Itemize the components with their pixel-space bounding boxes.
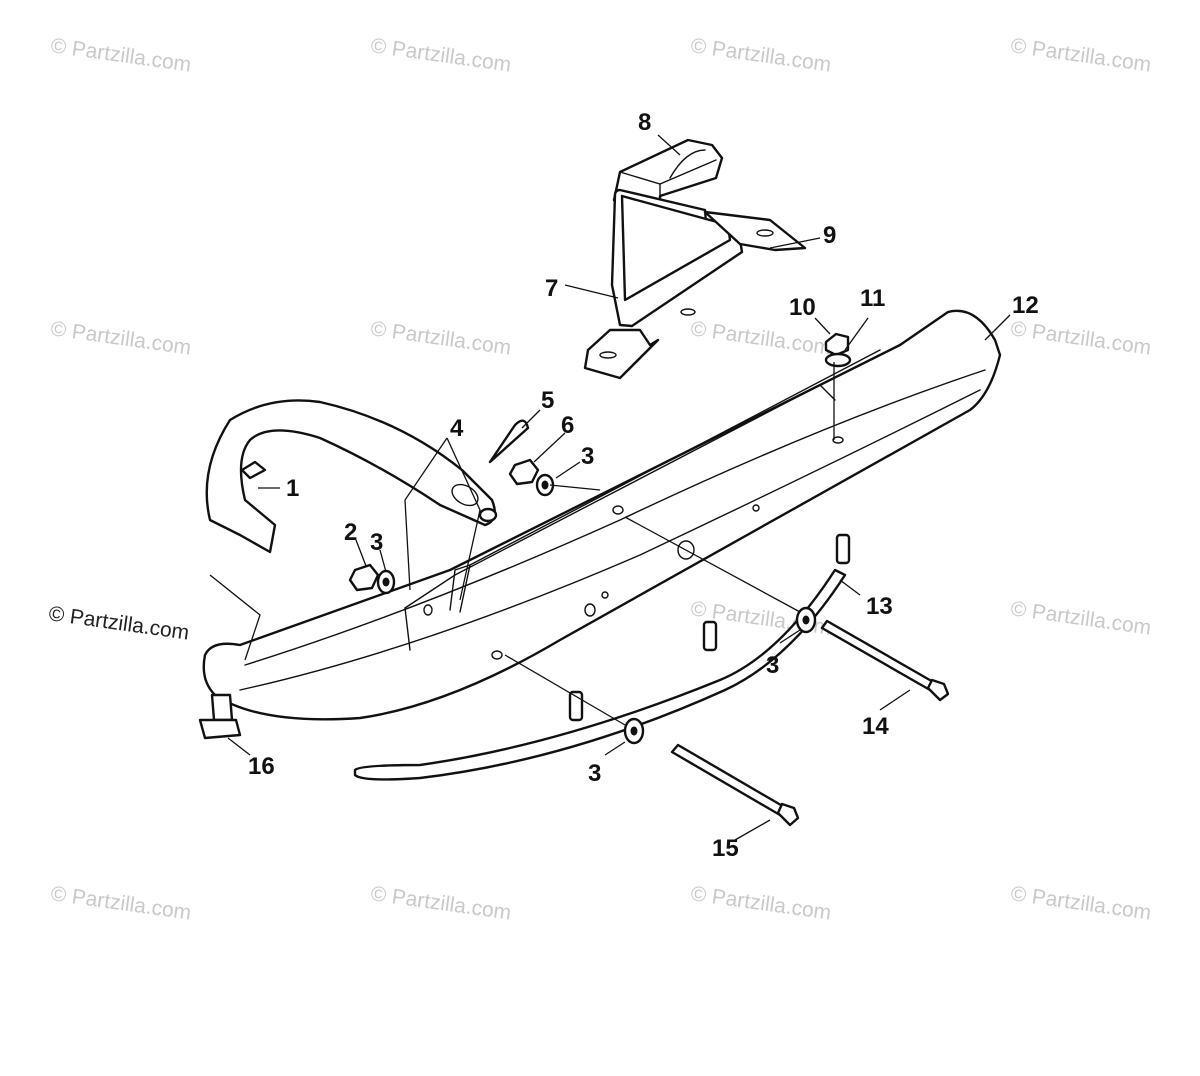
- callout-5: 5: [541, 387, 554, 414]
- watermark-prominent: © Partzilla.com: [47, 602, 190, 644]
- watermark: © Partzilla.com: [1009, 34, 1152, 76]
- watermark: © Partzilla.com: [369, 34, 512, 76]
- callout-7: 7: [545, 275, 558, 302]
- callout-16: 16: [248, 753, 275, 780]
- callout-14: 14: [862, 713, 889, 740]
- watermark: © Partzilla.com: [369, 882, 512, 924]
- watermark: © Partzilla.com: [369, 317, 512, 359]
- callout-12: 12: [1012, 292, 1039, 319]
- bolts: [198, 606, 950, 827]
- callout-labels: 1 2 3 3 3 3 4 5 6 7 8 9 10 11 12 13 14 1…: [248, 109, 1039, 862]
- callout-8: 8: [638, 109, 651, 136]
- callout-2: 2: [344, 519, 357, 546]
- watermark: © Partzilla.com: [1009, 597, 1152, 639]
- callout-3: 3: [766, 652, 779, 679]
- hardware: [348, 332, 852, 595]
- callout-1: 1: [286, 475, 299, 502]
- watermark: © Partzilla.com: [689, 882, 832, 924]
- ski-body-part-12: [202, 309, 1002, 721]
- watermark: © Partzilla.com: [689, 34, 832, 76]
- callout-9: 9: [823, 222, 836, 249]
- watermark: © Partzilla.com: [49, 34, 192, 76]
- callout-3: 3: [370, 529, 383, 556]
- bracket-part-7: [583, 188, 807, 380]
- callout-13: 13: [866, 593, 893, 620]
- watermark: © Partzilla.com: [49, 317, 192, 359]
- callout-11: 11: [860, 285, 885, 312]
- callout-6: 6: [561, 412, 574, 439]
- callout-4: 4: [450, 415, 464, 442]
- handle-part-4: [205, 399, 498, 554]
- callout-3: 3: [588, 760, 601, 787]
- leader-lines: [209, 134, 1011, 841]
- callout-3: 3: [581, 443, 594, 470]
- wear-bar-part-13: [353, 533, 851, 781]
- watermark: © Partzilla.com: [1009, 882, 1152, 924]
- callout-15: 15: [712, 835, 739, 862]
- watermark: © Partzilla.com: [1009, 317, 1152, 359]
- watermark: © Partzilla.com: [689, 317, 832, 359]
- callout-10: 10: [789, 294, 816, 321]
- watermark: © Partzilla.com: [49, 882, 192, 924]
